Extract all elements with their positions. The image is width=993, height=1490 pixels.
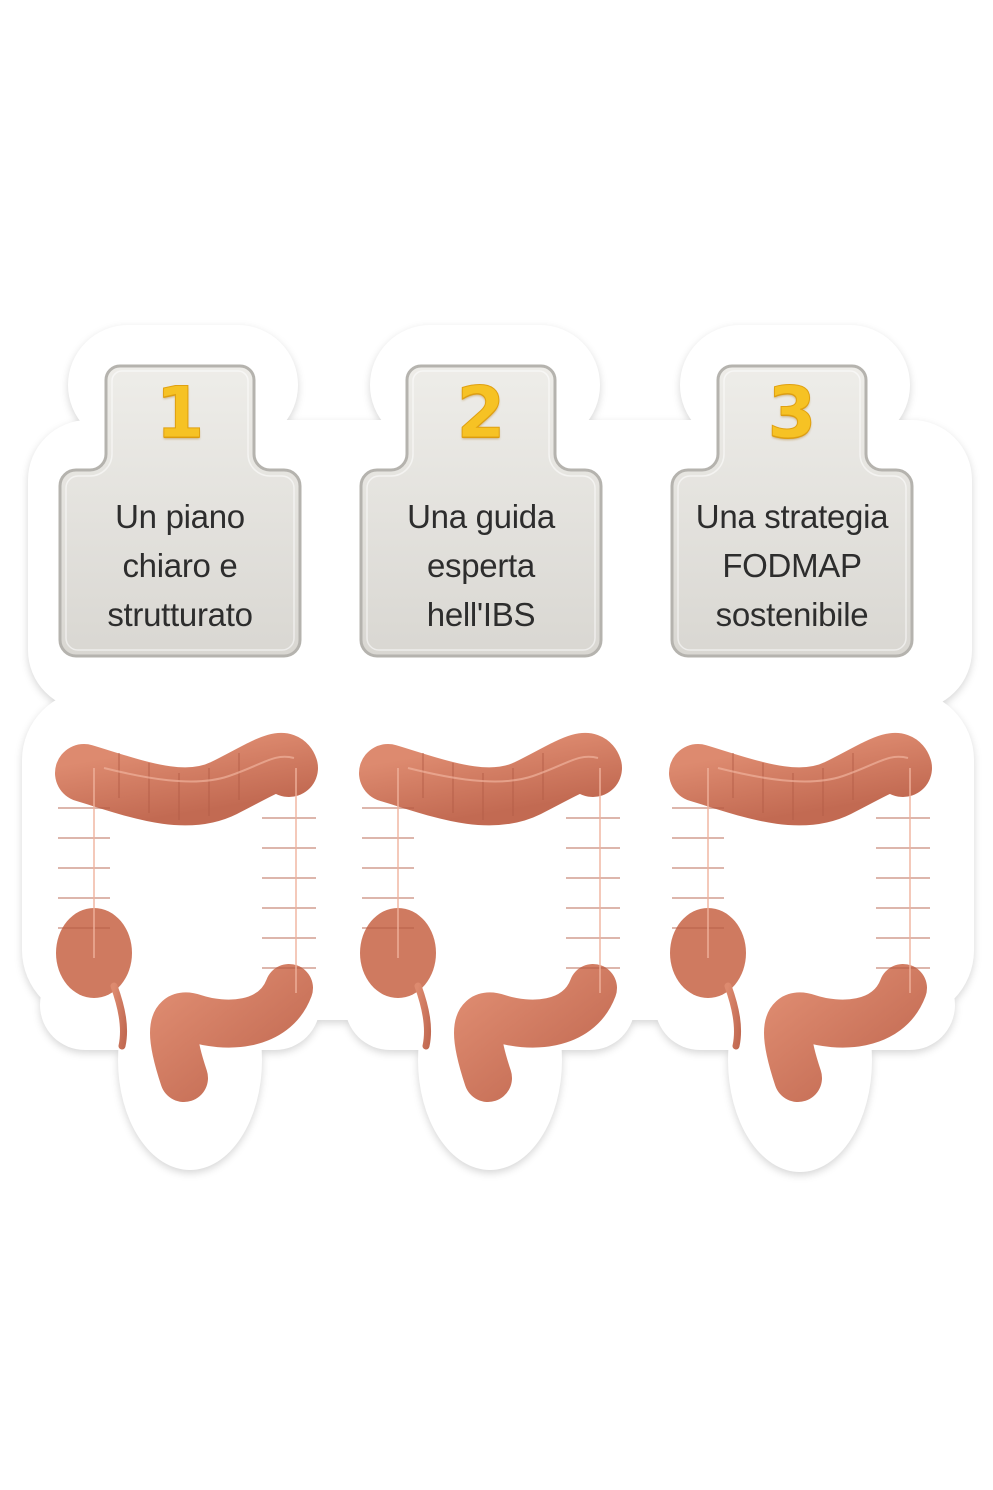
step-text-line: Un piano — [115, 498, 245, 535]
step-text-line: chiaro e — [122, 547, 238, 584]
step-number: 3 — [767, 372, 817, 454]
step-card-2: 2 Una guida esperta hell'IBS — [357, 362, 605, 660]
step-description: Una guida esperta hell'IBS — [363, 492, 599, 639]
step-card-3: 3 Una strategia FODMAP sostenibile — [668, 362, 916, 660]
step-card-1: 1 Un piano chiaro e strutturato — [56, 362, 304, 660]
card-shape — [670, 364, 914, 658]
step-text-line: strutturato — [107, 596, 253, 633]
step-number: 1 — [155, 372, 205, 454]
large-intestine-colon-icon — [53, 733, 318, 1117]
step-text-line: Una strategia — [695, 498, 889, 535]
step-text-line: hell'IBS — [426, 596, 536, 633]
step-description: Un piano chiaro e strutturato — [62, 492, 298, 639]
step-text-line: sostenibile — [715, 596, 869, 633]
large-intestine-colon-icon — [357, 733, 622, 1117]
large-intestine-colon-icon — [667, 733, 932, 1117]
step-text-line: Una guida — [407, 498, 555, 535]
step-text-line: FODMAP — [722, 547, 862, 584]
step-text-line: esperta — [427, 547, 535, 584]
card-shape — [359, 364, 603, 658]
step-description: Una strategia FODMAP sostenibile — [674, 492, 910, 639]
step-number: 2 — [456, 372, 506, 454]
card-shape — [58, 364, 302, 658]
